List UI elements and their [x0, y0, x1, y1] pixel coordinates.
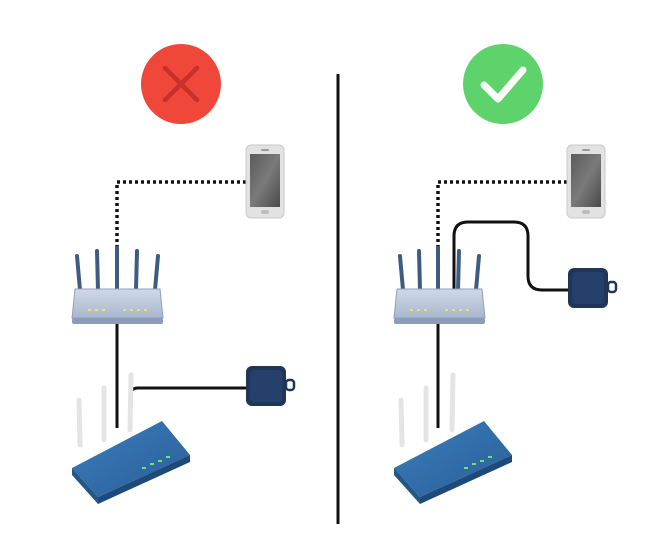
correct-badge — [463, 44, 543, 124]
panel-correct — [393, 44, 618, 504]
adapter-cable — [128, 386, 246, 426]
wifi-router-icon — [393, 246, 486, 324]
network-adapter-icon — [246, 366, 296, 406]
network-adapter-icon — [568, 268, 618, 308]
smartphone-icon — [245, 144, 285, 219]
modem-icon — [72, 372, 190, 504]
wifi-router-icon — [71, 246, 164, 324]
smartphone-icon — [566, 144, 606, 219]
wifi-link-dotted — [436, 180, 567, 262]
modem-icon — [394, 372, 512, 504]
x-mark-icon — [141, 44, 221, 124]
adapter-cable — [452, 220, 568, 292]
wifi-link-dotted — [115, 180, 246, 262]
check-mark-icon — [463, 44, 543, 124]
panel-incorrect — [71, 44, 296, 504]
